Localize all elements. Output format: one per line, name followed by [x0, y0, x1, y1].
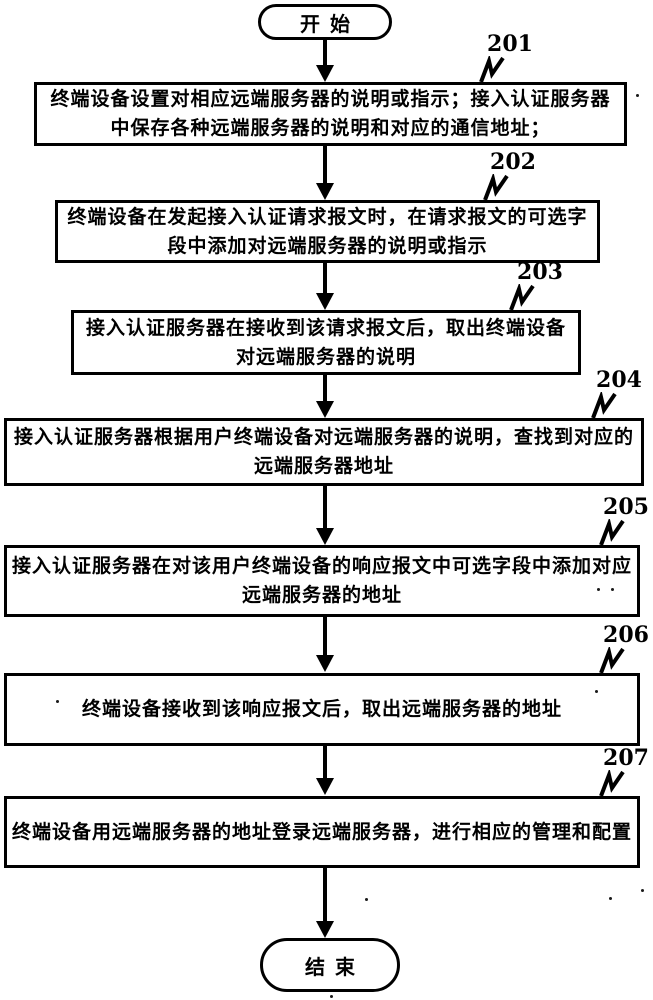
process-box-203: 接入认证服务器在接收到该请求报文后，取出终端设备 对远端服务器的说明 [71, 310, 581, 375]
scan-noise-dot [365, 898, 368, 901]
ref-label-206: 206 [603, 622, 649, 648]
ref-label-203: 203 [517, 259, 563, 285]
process-box-201: 终端设备设置对相应远端服务器的说明或指示；接入认证服务器 中保存各种远端服务器的… [34, 82, 627, 146]
ref-pointer-icon [483, 174, 509, 201]
flow-arrow-shaft [323, 617, 327, 656]
flow-arrow-head [316, 183, 334, 200]
process-box-207: 终端设备用远端服务器的地址登录远端服务器，进行相应的管理和配置 [4, 796, 640, 868]
end-label: 结束 [305, 956, 365, 979]
scan-noise-dot [611, 588, 614, 591]
scan-noise-dot [609, 897, 612, 900]
process-box-204: 接入认证服务器根据用户终端设备对远端服务器的说明，查找到对应的 远端服务器地址 [4, 418, 644, 486]
ref-label-204: 204 [596, 367, 642, 393]
process-box-205: 接入认证服务器在对该用户终端设备的响应报文中可选字段中添加对应 远端服务器的地址 [4, 545, 640, 617]
scan-noise-dot [56, 700, 59, 703]
ref-pointer-icon [599, 647, 625, 674]
ref-pointer-icon [479, 56, 505, 83]
process-text-line: 接入认证服务器根据用户终端设备对远端服务器的说明，查找到对应的 [13, 427, 634, 448]
scan-noise-dot [330, 995, 333, 998]
process-text-line: 终端设备用远端服务器的地址登录远端服务器，进行相应的管理和配置 [11, 821, 632, 843]
process-text-line: 接入认证服务器在接收到该请求报文后，取出终端设备 [85, 317, 566, 339]
flow-arrow-shaft [323, 868, 327, 922]
flow-arrow-head [316, 528, 334, 545]
flow-arrow-head [316, 65, 334, 82]
ref-label-201: 201 [487, 31, 533, 57]
flow-arrow-head [316, 655, 334, 672]
process-text-line: 对远端服务器的说明 [235, 346, 416, 368]
flow-arrow-head [316, 293, 334, 310]
ref-label-205: 205 [603, 494, 649, 520]
end-terminator: 结束 [260, 938, 400, 992]
process-text-line: 中保存各种远端服务器的说明和对应的通信地址； [110, 118, 551, 139]
ref-label-202: 202 [490, 149, 536, 175]
process-box-206: 终端设备接收到该响应报文后，取出远端服务器的地址 [4, 673, 640, 746]
process-text-line: 远端服务器的地址 [241, 585, 402, 606]
flow-arrow-shaft [323, 37, 327, 66]
process-text-line: 终端设备在发起接入认证请求报文时，在请求报文的可选字 [67, 206, 588, 228]
ref-pointer-icon [599, 519, 625, 546]
process-box-202: 终端设备在发起接入认证请求报文时，在请求报文的可选字 段中添加对远端服务器的说明… [55, 200, 600, 263]
flow-arrow-shaft [323, 263, 327, 294]
process-text-line: 终端设备设置对相应远端服务器的说明或指示；接入认证服务器 [50, 89, 611, 110]
scan-noise-dot [636, 94, 639, 97]
flow-arrow-head [316, 778, 334, 795]
ref-pointer-icon [591, 392, 617, 419]
start-terminator: 开始 [258, 4, 392, 40]
start-label: 开始 [300, 13, 360, 36]
process-text-line: 远端服务器地址 [253, 456, 394, 477]
process-text-line: 终端设备接收到该响应报文后，取出远端服务器的地址 [81, 699, 562, 720]
flow-arrow-head [316, 921, 334, 938]
scan-noise-dot [597, 588, 600, 591]
flow-arrow-shaft [323, 375, 327, 402]
flow-arrow-shaft [323, 746, 327, 779]
scan-noise-dot [595, 690, 598, 693]
process-text-line: 接入认证服务器在对该用户终端设备的响应报文中可选字段中添加对应 [11, 556, 632, 577]
scan-noise-dot [641, 889, 644, 892]
ref-label-207: 207 [603, 745, 649, 771]
ref-pointer-icon [599, 770, 625, 797]
flow-arrow-head [316, 401, 334, 418]
flow-arrow-shaft [323, 486, 327, 529]
flow-arrow-shaft [323, 146, 327, 184]
process-text-line: 段中添加对远端服务器的说明或指示 [167, 235, 488, 257]
ref-pointer-icon [509, 284, 535, 311]
